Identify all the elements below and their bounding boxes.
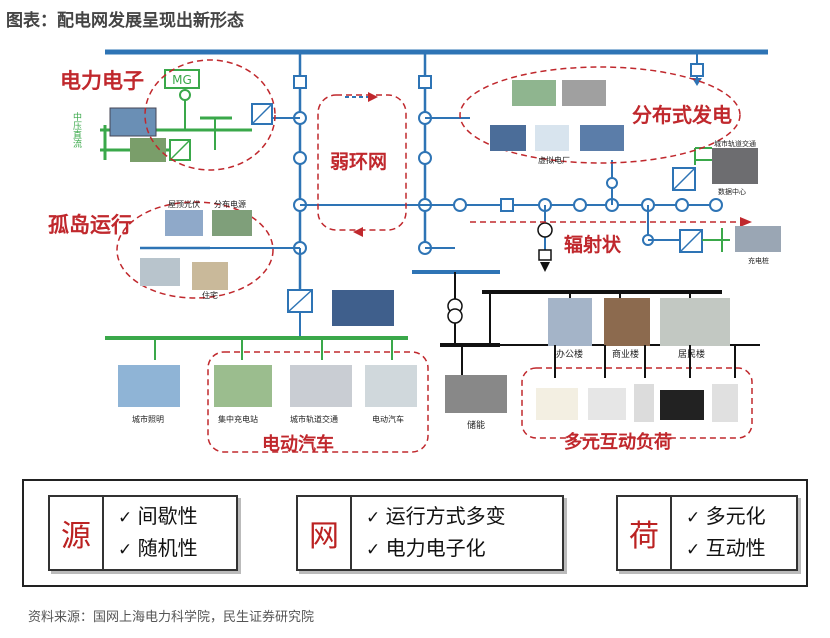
charger-label: 充电桩 bbox=[748, 256, 769, 265]
dist-source-label: 分布电源 bbox=[214, 199, 246, 209]
legend-item: 运行方式多变 bbox=[366, 501, 506, 533]
node bbox=[179, 89, 191, 101]
city-traffic-image bbox=[712, 148, 758, 184]
tv-image bbox=[660, 390, 704, 420]
mg-box bbox=[164, 69, 200, 89]
load-box bbox=[521, 367, 753, 439]
ev-car-image bbox=[365, 365, 417, 407]
office-image bbox=[548, 298, 592, 346]
node bbox=[709, 198, 723, 212]
ev-label: 电动汽车 bbox=[262, 433, 334, 455]
mall-label: 商业楼 bbox=[612, 348, 639, 360]
residence-image bbox=[192, 262, 228, 290]
dist-source-image bbox=[212, 210, 252, 236]
storage-image bbox=[445, 375, 507, 413]
mall-image bbox=[604, 298, 650, 346]
switch bbox=[418, 75, 432, 89]
switch bbox=[538, 249, 552, 261]
legend-item: 随机性 bbox=[118, 533, 198, 565]
mg-label: MG bbox=[172, 73, 192, 87]
legend-char: 源 bbox=[50, 497, 104, 569]
switch bbox=[293, 75, 307, 89]
converter-image bbox=[130, 138, 166, 162]
street-light-label: 城市照明 bbox=[132, 414, 164, 424]
legend-item: 互动性 bbox=[686, 533, 766, 565]
central-charging-image bbox=[214, 365, 272, 407]
metro-label: 城市轨道交通 bbox=[290, 414, 338, 424]
solar-image bbox=[332, 290, 394, 326]
legend-source: 源 间歇性 随机性 bbox=[48, 495, 238, 571]
node bbox=[293, 151, 307, 165]
data-center-label: 数据中心 bbox=[718, 187, 746, 196]
power-electronics-ellipse bbox=[144, 59, 276, 171]
diverse-load-label: 多元互动负荷 bbox=[564, 431, 672, 453]
arrow bbox=[353, 227, 363, 237]
switch bbox=[690, 63, 704, 77]
rooftop-pv-image bbox=[165, 210, 203, 236]
dg-image bbox=[512, 80, 556, 106]
arrow bbox=[368, 92, 378, 102]
solar-panel-image bbox=[109, 107, 157, 137]
radial-label: 辐射状 bbox=[564, 233, 622, 256]
storage-label: 储能 bbox=[467, 419, 485, 431]
transformer bbox=[447, 308, 463, 324]
ac-image bbox=[588, 388, 626, 420]
figure-title: 图表：配电网发展呈现出新形态 bbox=[6, 11, 244, 31]
island-label: 孤岛运行 bbox=[48, 213, 132, 237]
wind-image bbox=[535, 125, 569, 151]
legend-item: 电力电子化 bbox=[366, 533, 506, 565]
solar-image bbox=[580, 125, 624, 151]
arrow bbox=[740, 217, 752, 227]
node bbox=[606, 177, 618, 189]
source-note: 资料来源：国网上海电力科学院，民生证券研究院 bbox=[28, 610, 315, 625]
legend-item: 多元化 bbox=[686, 501, 766, 533]
transformer bbox=[537, 222, 553, 238]
node bbox=[418, 151, 432, 165]
distributed-gen-ellipse bbox=[459, 66, 741, 164]
legend-panel: 源 间歇性 随机性 网 运行方式多变 电力电子化 荷 多元化 互动性 bbox=[22, 479, 808, 587]
weak-ring-label: 弱环网 bbox=[330, 151, 387, 173]
island-ellipse bbox=[116, 201, 274, 299]
node bbox=[675, 198, 689, 212]
legend-item: 间歇性 bbox=[118, 501, 198, 533]
solar-image bbox=[490, 125, 526, 151]
ac-tower-image bbox=[634, 384, 654, 422]
power-electronics-label: 电力电子 bbox=[60, 69, 144, 93]
mv-dc-label: 中压直流 bbox=[71, 111, 82, 149]
switch bbox=[500, 198, 514, 212]
light-image bbox=[536, 388, 578, 420]
legend-char: 荷 bbox=[618, 497, 672, 569]
node bbox=[453, 198, 467, 212]
arrow bbox=[540, 262, 550, 272]
distributed-gen-label: 分布式发电 bbox=[632, 103, 732, 127]
fridge-image bbox=[712, 384, 738, 422]
charger-image bbox=[735, 226, 781, 252]
ev-image bbox=[140, 258, 180, 286]
ev-box bbox=[207, 351, 429, 453]
legend-char: 网 bbox=[298, 497, 352, 569]
street-light-image bbox=[118, 365, 180, 407]
metro-image bbox=[290, 365, 352, 407]
residence-label: 住宅 bbox=[202, 290, 218, 300]
dg-image bbox=[562, 80, 606, 106]
rooftop-pv-label: 屋顶光伏 bbox=[168, 199, 200, 209]
city-traffic-label: 城市轨道交通 bbox=[714, 139, 756, 148]
office-label: 办公楼 bbox=[556, 348, 583, 360]
residential-label: 居民楼 bbox=[678, 348, 705, 360]
central-charging-label: 集中充电站 bbox=[218, 414, 258, 424]
virtual-plant-label: 虚拟电厂 bbox=[538, 155, 570, 165]
node bbox=[573, 198, 587, 212]
residential-image bbox=[660, 298, 730, 346]
ev-car-label: 电动汽车 bbox=[372, 414, 404, 424]
legend-grid: 网 运行方式多变 电力电子化 bbox=[296, 495, 564, 571]
legend-load: 荷 多元化 互动性 bbox=[616, 495, 798, 571]
